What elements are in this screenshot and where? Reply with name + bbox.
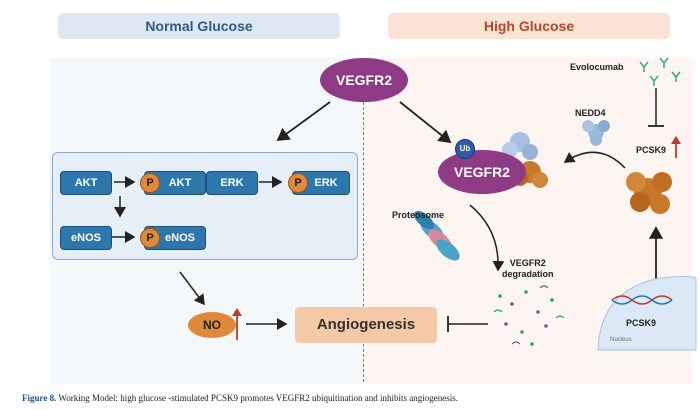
- no-node: NO: [188, 312, 236, 338]
- proteosome-label: Proteosome: [392, 210, 445, 220]
- figure-label: Figure 8.: [22, 393, 57, 403]
- ubiquitin-badge: Ub: [455, 139, 475, 159]
- pcsk9-gene-label: PCSK9: [626, 318, 657, 328]
- arrow-pcsk9-to-vegfr2: [563, 151, 626, 169]
- dna-icon: [611, 295, 673, 305]
- nedd4-icon: [582, 120, 610, 146]
- arrow-vegfr2-to-ub: [399, 101, 452, 144]
- vegfr2-ubiquitinated: VEGFR2: [438, 150, 526, 194]
- angiogenesis-box: Angiogenesis: [295, 307, 437, 343]
- phospho-badge-akt: P: [140, 173, 160, 193]
- figure-caption: Figure 8. Working Model: high glucose -s…: [22, 393, 682, 403]
- proteosome-icon: [414, 211, 460, 261]
- arrow-to-degradation: [469, 204, 505, 272]
- erk-node: ERK: [206, 171, 258, 195]
- arrow-vegfr2-to-pathway: [276, 101, 331, 142]
- vegfr2-degradation-label: VEGFR2 degradation: [502, 258, 554, 279]
- nedd4-label: NEDD4: [575, 108, 606, 118]
- arrow-to-no: [179, 271, 205, 306]
- pcsk9-protein-icon: [626, 172, 672, 214]
- evolocumab-label: Evolocumab: [570, 62, 624, 72]
- evolocumab-antibody-icon: [639, 57, 681, 86]
- figure-caption-text: Working Model: high glucose -stimulated …: [56, 393, 459, 403]
- normal-glucose-header: Normal Glucose: [58, 13, 340, 39]
- akt-node: AKT: [60, 171, 112, 195]
- high-glucose-header: High Glucose: [388, 13, 670, 39]
- nucleus-label: Nucleus: [610, 337, 632, 343]
- phospho-badge-erk: P: [288, 173, 308, 193]
- vegfr2-receptor: VEGFR2: [320, 58, 408, 102]
- enos-node: eNOS: [60, 226, 112, 250]
- pcsk9-protein-label: PCSK9: [636, 145, 667, 155]
- degraded-fragments-icon: [493, 285, 565, 346]
- divider-line: [363, 92, 364, 382]
- phospho-badge-enos: P: [140, 228, 160, 248]
- nucleus-shape: [597, 276, 697, 351]
